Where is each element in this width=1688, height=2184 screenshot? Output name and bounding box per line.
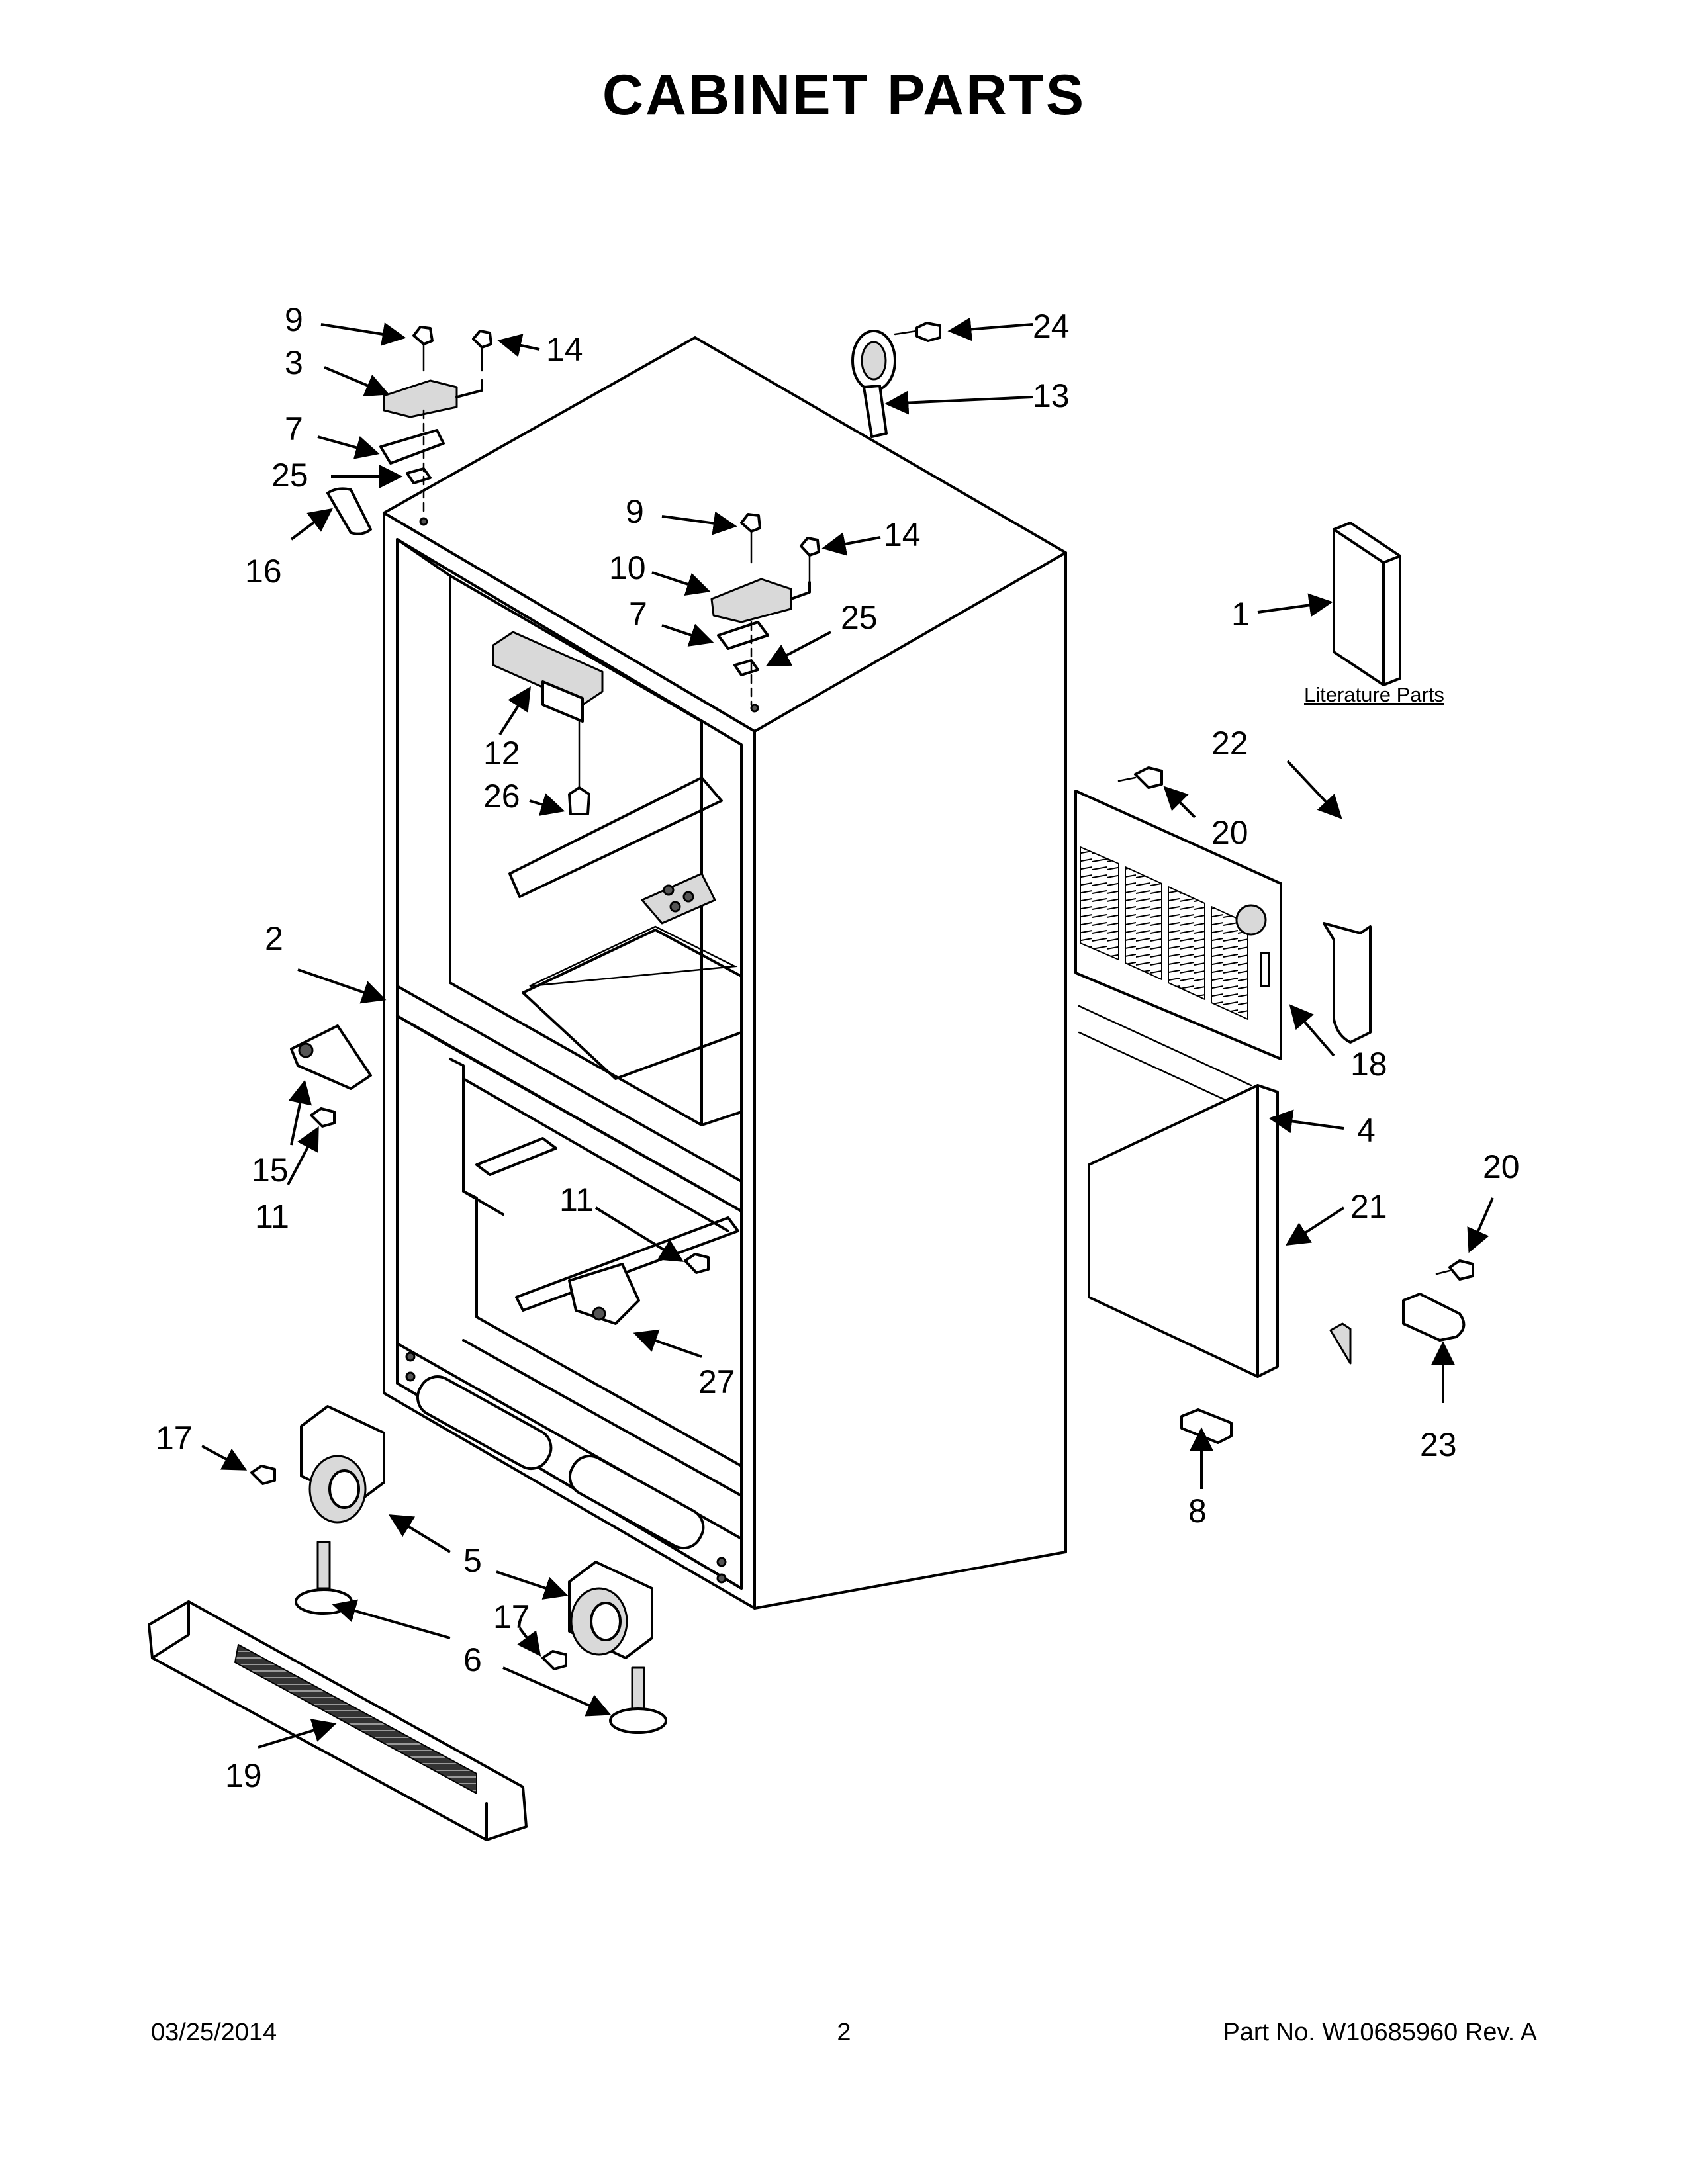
callout-25: 25 (271, 457, 308, 494)
front-roller-right (541, 1561, 667, 1734)
callout-labels: 9 3 7 25 16 14 24 13 9 14 10 7 25 12 26 … (156, 301, 1520, 1794)
page-title: CABINET PARTS (602, 64, 1086, 127)
callout-16: 16 (245, 553, 282, 590)
callout-19: 19 (225, 1757, 262, 1794)
cord-clamp (1402, 1259, 1474, 1342)
callout-14: 14 (546, 331, 583, 368)
callout-26: 26 (483, 778, 520, 815)
callout-7: 7 (285, 410, 303, 447)
callout-2: 2 (265, 920, 283, 957)
callout-6: 6 (463, 1641, 482, 1678)
callout-5: 5 (463, 1542, 482, 1579)
callout-17: 17 (156, 1420, 193, 1457)
callout-3: 3 (285, 344, 303, 381)
callout-9: 9 (285, 301, 303, 338)
rear-access-panel (1074, 766, 1372, 1378)
door-clip (1180, 1408, 1233, 1444)
callout-11: 11 (559, 1181, 594, 1218)
callout-15: 15 (252, 1152, 289, 1189)
callout-11: 11 (255, 1198, 289, 1235)
callout-23: 23 (1420, 1426, 1457, 1463)
callout-21: 21 (1350, 1188, 1387, 1225)
footer-date: 03/25/2014 (151, 2019, 277, 2046)
callout-12: 12 (483, 735, 520, 772)
literature-book (1333, 522, 1401, 686)
control-housing (492, 631, 604, 815)
footer-page-number: 2 (837, 2019, 851, 2046)
callout-20: 20 (1211, 814, 1248, 851)
callout-7: 7 (629, 596, 647, 633)
callout-9: 9 (626, 493, 644, 530)
front-roller-left (250, 1405, 385, 1615)
callout-10: 10 (609, 549, 646, 586)
callout-8: 8 (1188, 1492, 1207, 1529)
callout-24: 24 (1033, 308, 1070, 345)
cabinet (383, 336, 1067, 1610)
top-bracket (851, 322, 941, 438)
callout-1: 1 (1231, 596, 1250, 633)
callout-27: 27 (698, 1363, 735, 1400)
upper-right-hinge (710, 513, 820, 706)
door-stop-brackets (290, 1024, 710, 1325)
upper-left-hinge (326, 326, 492, 535)
callout-18: 18 (1350, 1046, 1387, 1083)
callout-22: 22 (1211, 725, 1248, 762)
callout-17: 17 (493, 1598, 530, 1635)
callout-4: 4 (1357, 1112, 1376, 1149)
callout-13: 13 (1033, 377, 1070, 414)
callout-14: 14 (884, 516, 921, 553)
base-grille (148, 1600, 528, 1841)
leader-lines (201, 317, 1494, 1749)
literature-parts-label: Literature Parts (1304, 683, 1444, 706)
footer-part-number: Part No. W10685960 Rev. A (1223, 2019, 1537, 2046)
callout-25: 25 (841, 599, 878, 636)
callout-20: 20 (1483, 1148, 1520, 1185)
